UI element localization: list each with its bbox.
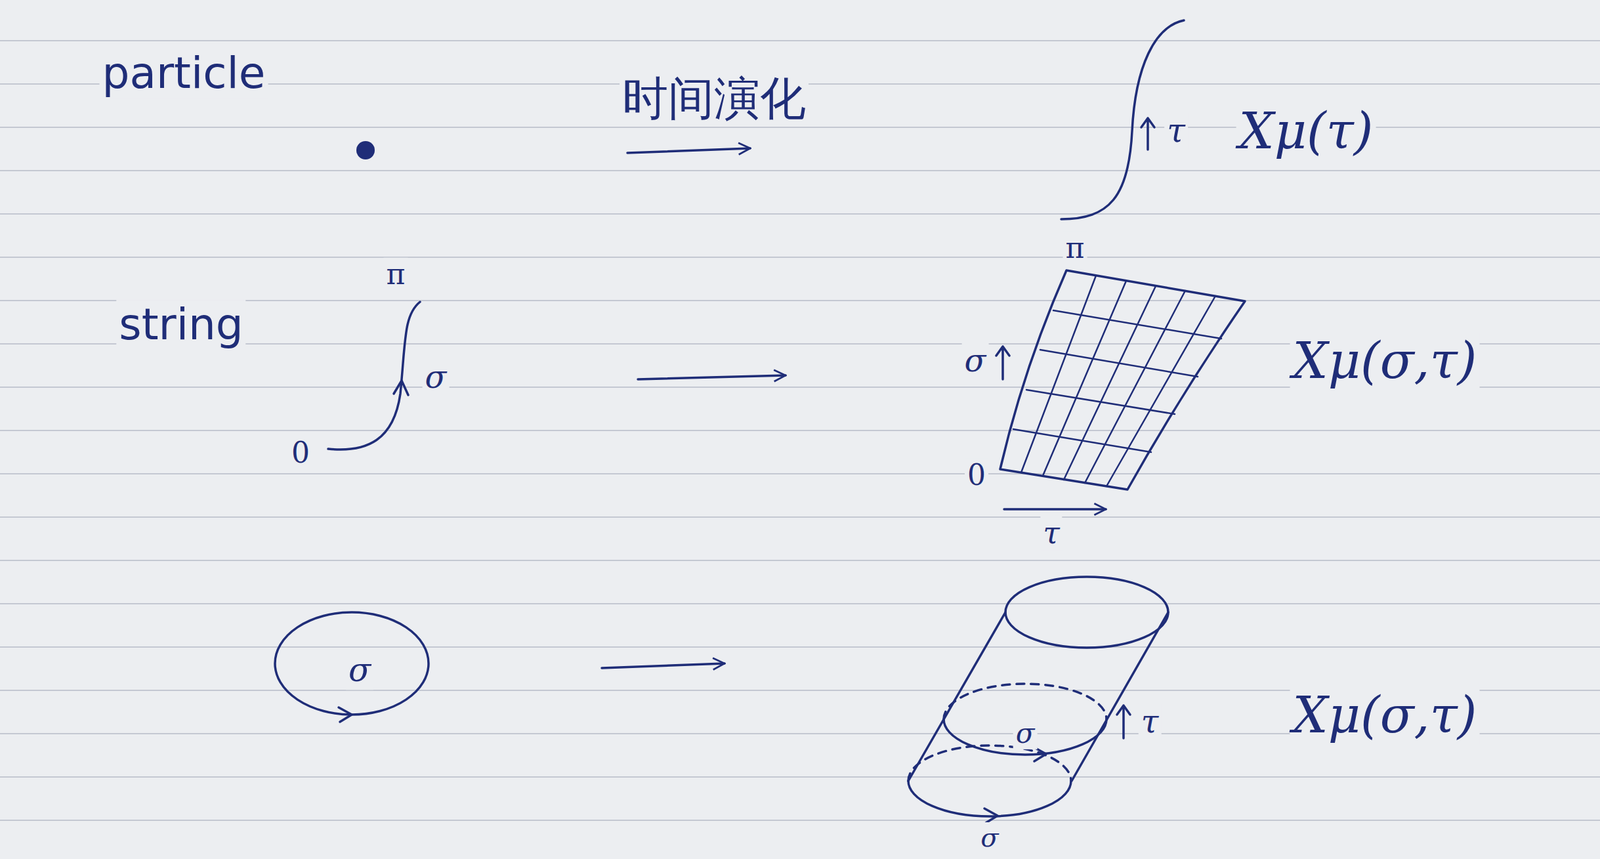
parameter-label: τ: [1040, 515, 1062, 551]
cylinder-slice-back: [943, 683, 1107, 720]
evolution-arrow: [627, 148, 751, 153]
tau-arrow: [1141, 118, 1155, 150]
endpoint-label: 0: [288, 436, 313, 470]
closed-string: [274, 612, 429, 715]
point-particle: [356, 141, 375, 160]
embedding-function: Xμ(σ,τ): [1290, 686, 1480, 744]
open-string: [328, 301, 421, 450]
endpoint-label: 0: [964, 458, 989, 493]
parameter-label: σ: [422, 358, 450, 396]
sigma-arrow: [338, 707, 352, 722]
sigma-arrow: [984, 808, 998, 823]
cylinder-side: [908, 612, 1006, 781]
parameter-label: σ: [962, 342, 990, 379]
endpoint-label: π: [383, 257, 409, 292]
endpoint-label: π: [1063, 231, 1088, 266]
tau-arrow: [1004, 507, 1106, 511]
sigma-arrow: [393, 380, 409, 396]
evolution-arrow: [601, 663, 725, 669]
parameter-label: σ: [1013, 717, 1038, 750]
parameter-label: τ: [1164, 112, 1188, 151]
cylinder-bottom-back: [908, 745, 1072, 781]
embedding-function: Xμ(τ): [1236, 102, 1377, 160]
embedding-function: Xμ(σ,τ): [1290, 332, 1480, 390]
row-label: particle: [99, 48, 269, 99]
arrow-caption: 时间演化: [619, 72, 809, 126]
parameter-label: σ: [977, 822, 1001, 853]
parameter-label: σ: [345, 651, 374, 690]
row-label: string: [116, 299, 246, 350]
evolution-arrow: [637, 375, 786, 380]
tau-arrow: [1116, 705, 1131, 739]
world-sheet-grid: [1013, 275, 1222, 487]
world-sheet: [1000, 270, 1245, 490]
cylinder-top: [1005, 576, 1169, 648]
parameter-label: τ: [1138, 703, 1162, 740]
sigma-arrow: [996, 346, 1010, 380]
